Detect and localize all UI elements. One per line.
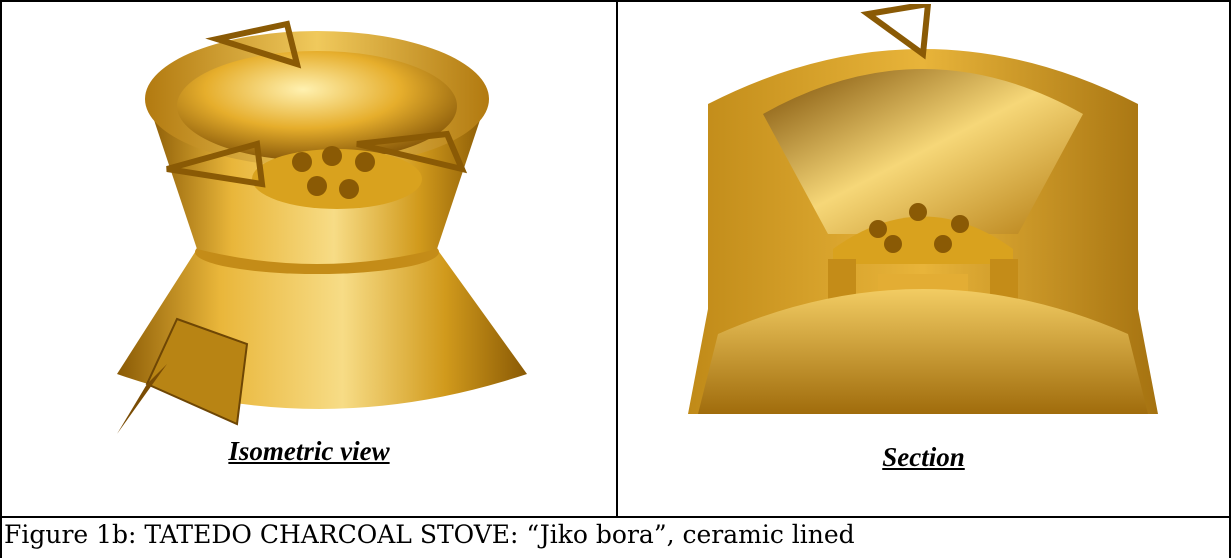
table-border-left bbox=[0, 0, 2, 558]
table-border-right bbox=[1229, 0, 1231, 558]
isometric-view-caption: Isometric view bbox=[228, 436, 390, 466]
table-divider-row bbox=[0, 516, 1231, 518]
section-cell: Section bbox=[618, 2, 1229, 516]
figure-caption: Figure 1b: TATEDO CHARCOAL STOVE: “Jiko … bbox=[4, 520, 855, 549]
table-border-top bbox=[0, 0, 1231, 2]
isometric-stove-illustration bbox=[117, 20, 527, 434]
table-divider-middle bbox=[616, 0, 618, 518]
section-stove-illustration bbox=[688, 4, 1158, 414]
isometric-cell: Isometric view bbox=[2, 2, 616, 516]
section-caption: Section bbox=[882, 442, 965, 472]
